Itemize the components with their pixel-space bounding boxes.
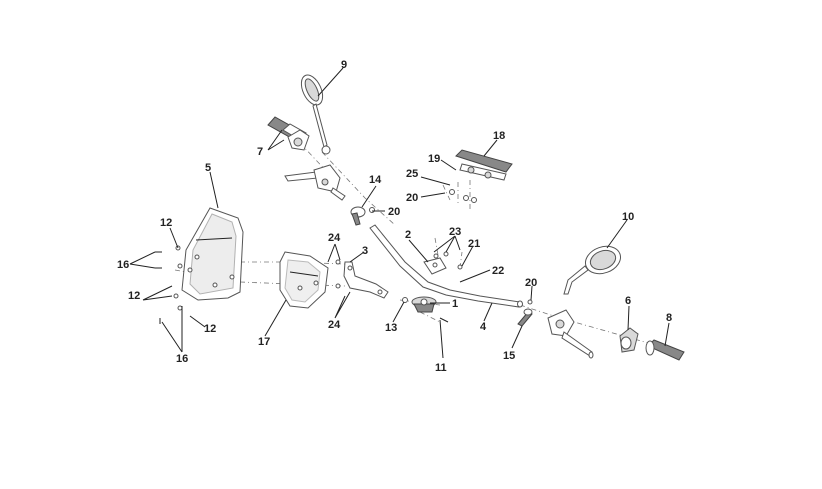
callout-25: 25 — [406, 168, 418, 180]
callout-20-right: 20 — [525, 277, 537, 289]
lower-clamp — [411, 296, 449, 323]
callout-13: 13 — [385, 322, 397, 334]
right-mirror — [563, 245, 621, 295]
callout-18: 18 — [493, 130, 505, 142]
callout-17: 17 — [258, 336, 270, 348]
instrument-mount — [449, 149, 513, 203]
callout-1: 1 — [452, 298, 458, 310]
left-grip — [267, 116, 310, 151]
callout-4: 4 — [480, 321, 487, 333]
callout-8: 8 — [666, 312, 672, 324]
callout-2: 2 — [405, 229, 411, 241]
callout-5: 5 — [205, 162, 211, 174]
left-mirror — [300, 74, 331, 155]
right-grip — [645, 339, 685, 361]
right-clamp — [517, 299, 533, 327]
leader-lines — [129, 67, 670, 359]
callout-16-left: 16 — [117, 259, 129, 271]
callout-3: 3 — [362, 245, 368, 257]
callout-24-bottom: 24 — [328, 319, 341, 331]
callout-20-left: 20 — [388, 206, 400, 218]
left-handguard — [181, 207, 244, 301]
callout-12-top: 12 — [160, 217, 172, 229]
callout-16-bottom: 16 — [176, 353, 188, 365]
handguard-bracket — [343, 261, 389, 299]
left-lever-assembly — [284, 164, 346, 201]
callout-23: 23 — [449, 226, 461, 238]
callout-11: 11 — [435, 362, 447, 374]
callout-9: 9 — [341, 59, 347, 71]
callout-6: 6 — [625, 295, 631, 307]
handlebar — [369, 224, 523, 308]
callout-15: 15 — [503, 350, 515, 362]
callout-labels: 1 2 3 4 5 6 7 8 9 10 11 12 12 12 13 14 1… — [117, 59, 672, 374]
clamp-part-14 — [350, 206, 375, 226]
callout-14: 14 — [369, 174, 382, 186]
callout-7: 7 — [257, 146, 263, 158]
callout-19: 19 — [428, 153, 440, 165]
throttle-housing — [619, 327, 639, 353]
callout-22: 22 — [492, 265, 504, 277]
right-lever-assembly — [547, 309, 594, 359]
callout-20-top: 20 — [406, 192, 418, 204]
inner-handguard — [279, 251, 329, 309]
callout-12-bottom: 12 — [204, 323, 216, 335]
callout-10: 10 — [622, 211, 634, 223]
callout-12-left: 12 — [128, 290, 140, 302]
callout-21: 21 — [468, 238, 480, 250]
small-bolts — [155, 245, 463, 324]
callout-24-top: 24 — [328, 232, 341, 244]
upper-clamp — [423, 257, 447, 275]
